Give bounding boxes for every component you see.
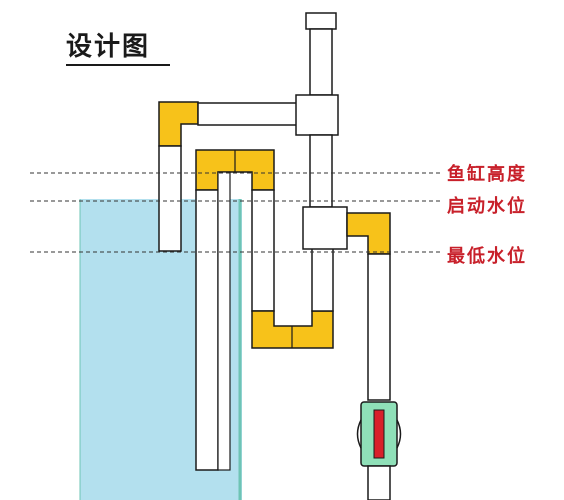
- valve-ring-left: [356, 419, 362, 449]
- left-descender-pipe: [158, 145, 182, 252]
- valve: [356, 401, 402, 467]
- title-underline: [66, 64, 170, 66]
- main-vertical-pipe: [295, 12, 348, 250]
- label-min-level: 最低水位: [447, 246, 527, 267]
- upper-vertical-pipe: [309, 28, 333, 96]
- drain-pipe-bottom: [367, 465, 391, 500]
- valve-ring-right: [396, 419, 402, 449]
- left-pipe-assembly: [158, 101, 299, 252]
- level-lines: [30, 172, 440, 253]
- outlet-assembly: [346, 212, 402, 500]
- inner-left-leg: [195, 189, 219, 471]
- inner-siphon: [195, 149, 334, 471]
- inner-right-leg: [251, 189, 275, 312]
- lower-tee: [302, 206, 348, 250]
- top-horizontal-pipe: [197, 102, 299, 126]
- label-tank-height: 鱼缸高度: [447, 164, 527, 185]
- label-start-level: 启动水位: [447, 196, 527, 217]
- inner-thin-tube: [217, 171, 231, 471]
- upper-tee: [295, 94, 339, 136]
- diagram-title: 设计图: [66, 32, 151, 62]
- top-cap: [305, 12, 337, 30]
- middle-vertical-pipe: [309, 134, 333, 208]
- top-left-elbow: [158, 101, 199, 147]
- outlet-drain-pipe: [367, 253, 391, 401]
- valve-core: [373, 409, 385, 459]
- outlet-elbow: [346, 212, 391, 255]
